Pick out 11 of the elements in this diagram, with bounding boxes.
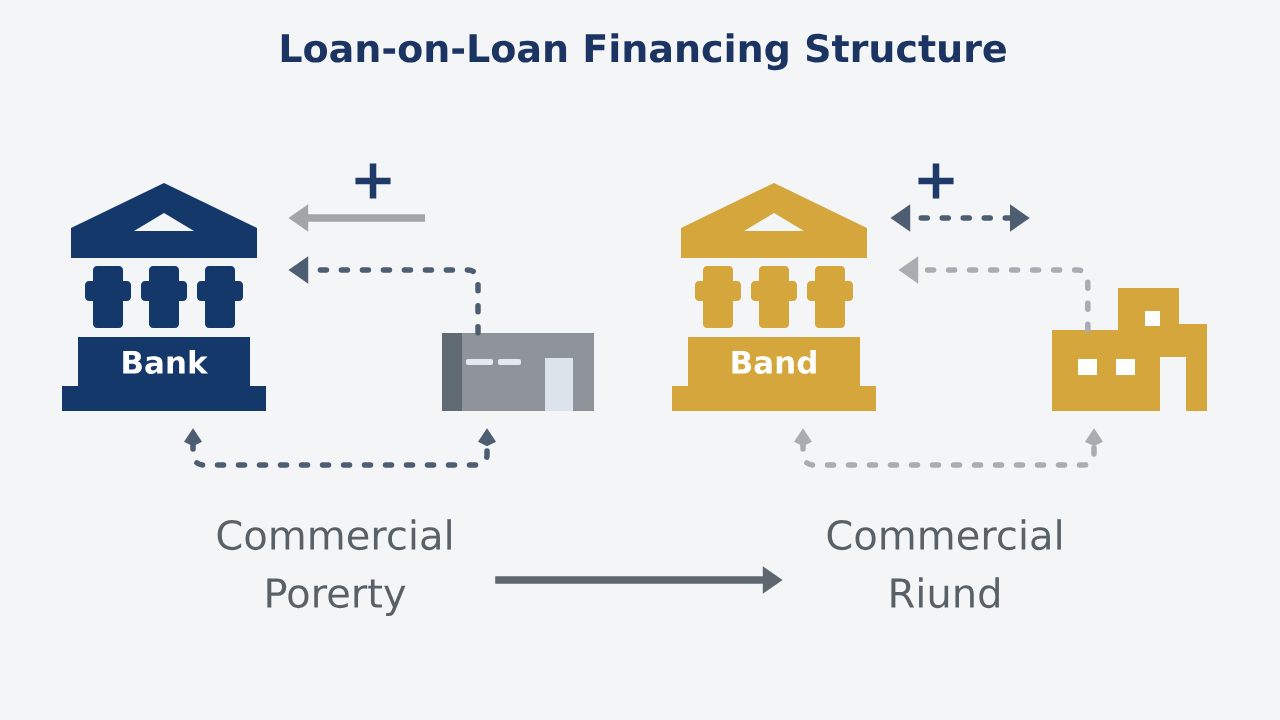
text-label: Commercial Riund: [827, 519, 1061, 609]
bank-building: Bank: [62, 183, 266, 411]
plus-sign: +: [355, 163, 391, 199]
title: Loan-on-Loan Financing Structure: [281, 33, 1006, 71]
bank-building: Band: [672, 183, 876, 411]
plus-sign: +: [918, 163, 954, 199]
building-drawing: [442, 333, 594, 411]
text-label: Commercial Porerty: [217, 519, 451, 616]
node-label: Band: [732, 350, 816, 374]
node-label: Bank: [123, 350, 209, 374]
building-drawing: [1052, 288, 1207, 411]
